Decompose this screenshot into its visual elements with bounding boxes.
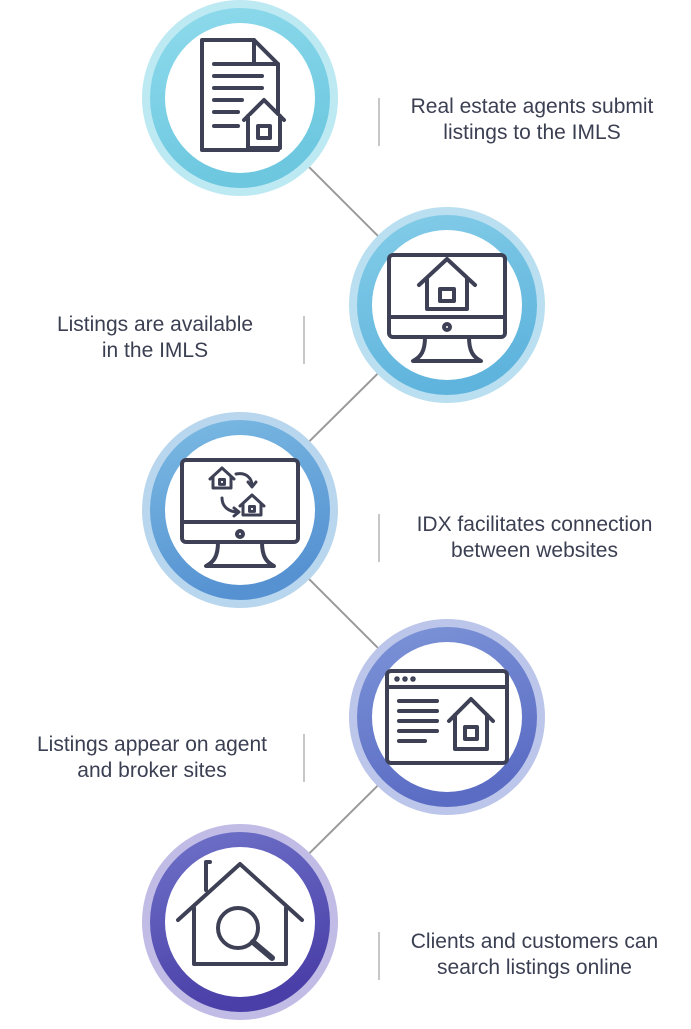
step-1-circle: [142, 0, 338, 196]
step-4-caption: Listings appear on agent and broker site…: [12, 732, 292, 784]
monitor-exchange-icon: [180, 458, 300, 568]
step-5-line-1: Clients and customers can: [410, 930, 659, 953]
step-4-divider: [303, 734, 305, 782]
step-5-line-2: search listings online: [437, 956, 632, 979]
step-2-circle: [349, 207, 545, 403]
step-1-line-2: listings to the IMLS: [443, 121, 621, 144]
step-2-divider: [303, 316, 305, 364]
step-3-line-1: IDX facilitates connection: [416, 513, 653, 536]
step-3-divider: [378, 514, 380, 562]
step-3-caption: IDX facilitates connection between websi…: [392, 512, 677, 564]
step-3-line-2: between websites: [451, 539, 618, 562]
step-4-inner-disc: [372, 642, 522, 792]
step-2-line-2: in the IMLS: [101, 339, 209, 362]
step-3-inner-disc: [165, 435, 315, 585]
step-4-circle: [349, 619, 545, 815]
step-5-circle: [142, 824, 338, 1020]
step-2-inner-disc: [372, 230, 522, 380]
document-house-icon: [200, 38, 286, 152]
step-3-circle: [142, 412, 338, 608]
monitor-house-icon: [387, 253, 507, 363]
step-4-line-1: Listings appear on agent: [36, 733, 267, 756]
house-search-icon: [176, 860, 304, 966]
step-5-divider: [378, 932, 380, 980]
step-5-inner-disc: [165, 847, 315, 997]
step-1-line-1: Real estate agents submit: [410, 95, 654, 118]
step-2-line-1: Listings are available: [56, 313, 254, 336]
step-2-caption: Listings are available in the IMLS: [20, 312, 290, 364]
step-1-caption: Real estate agents submit listings to th…: [392, 94, 672, 146]
step-5-caption: Clients and customers can search listing…: [392, 929, 677, 981]
browser-listing-icon: [385, 669, 509, 765]
step-1-divider: [378, 98, 380, 146]
step-4-line-2: and broker sites: [77, 759, 227, 782]
